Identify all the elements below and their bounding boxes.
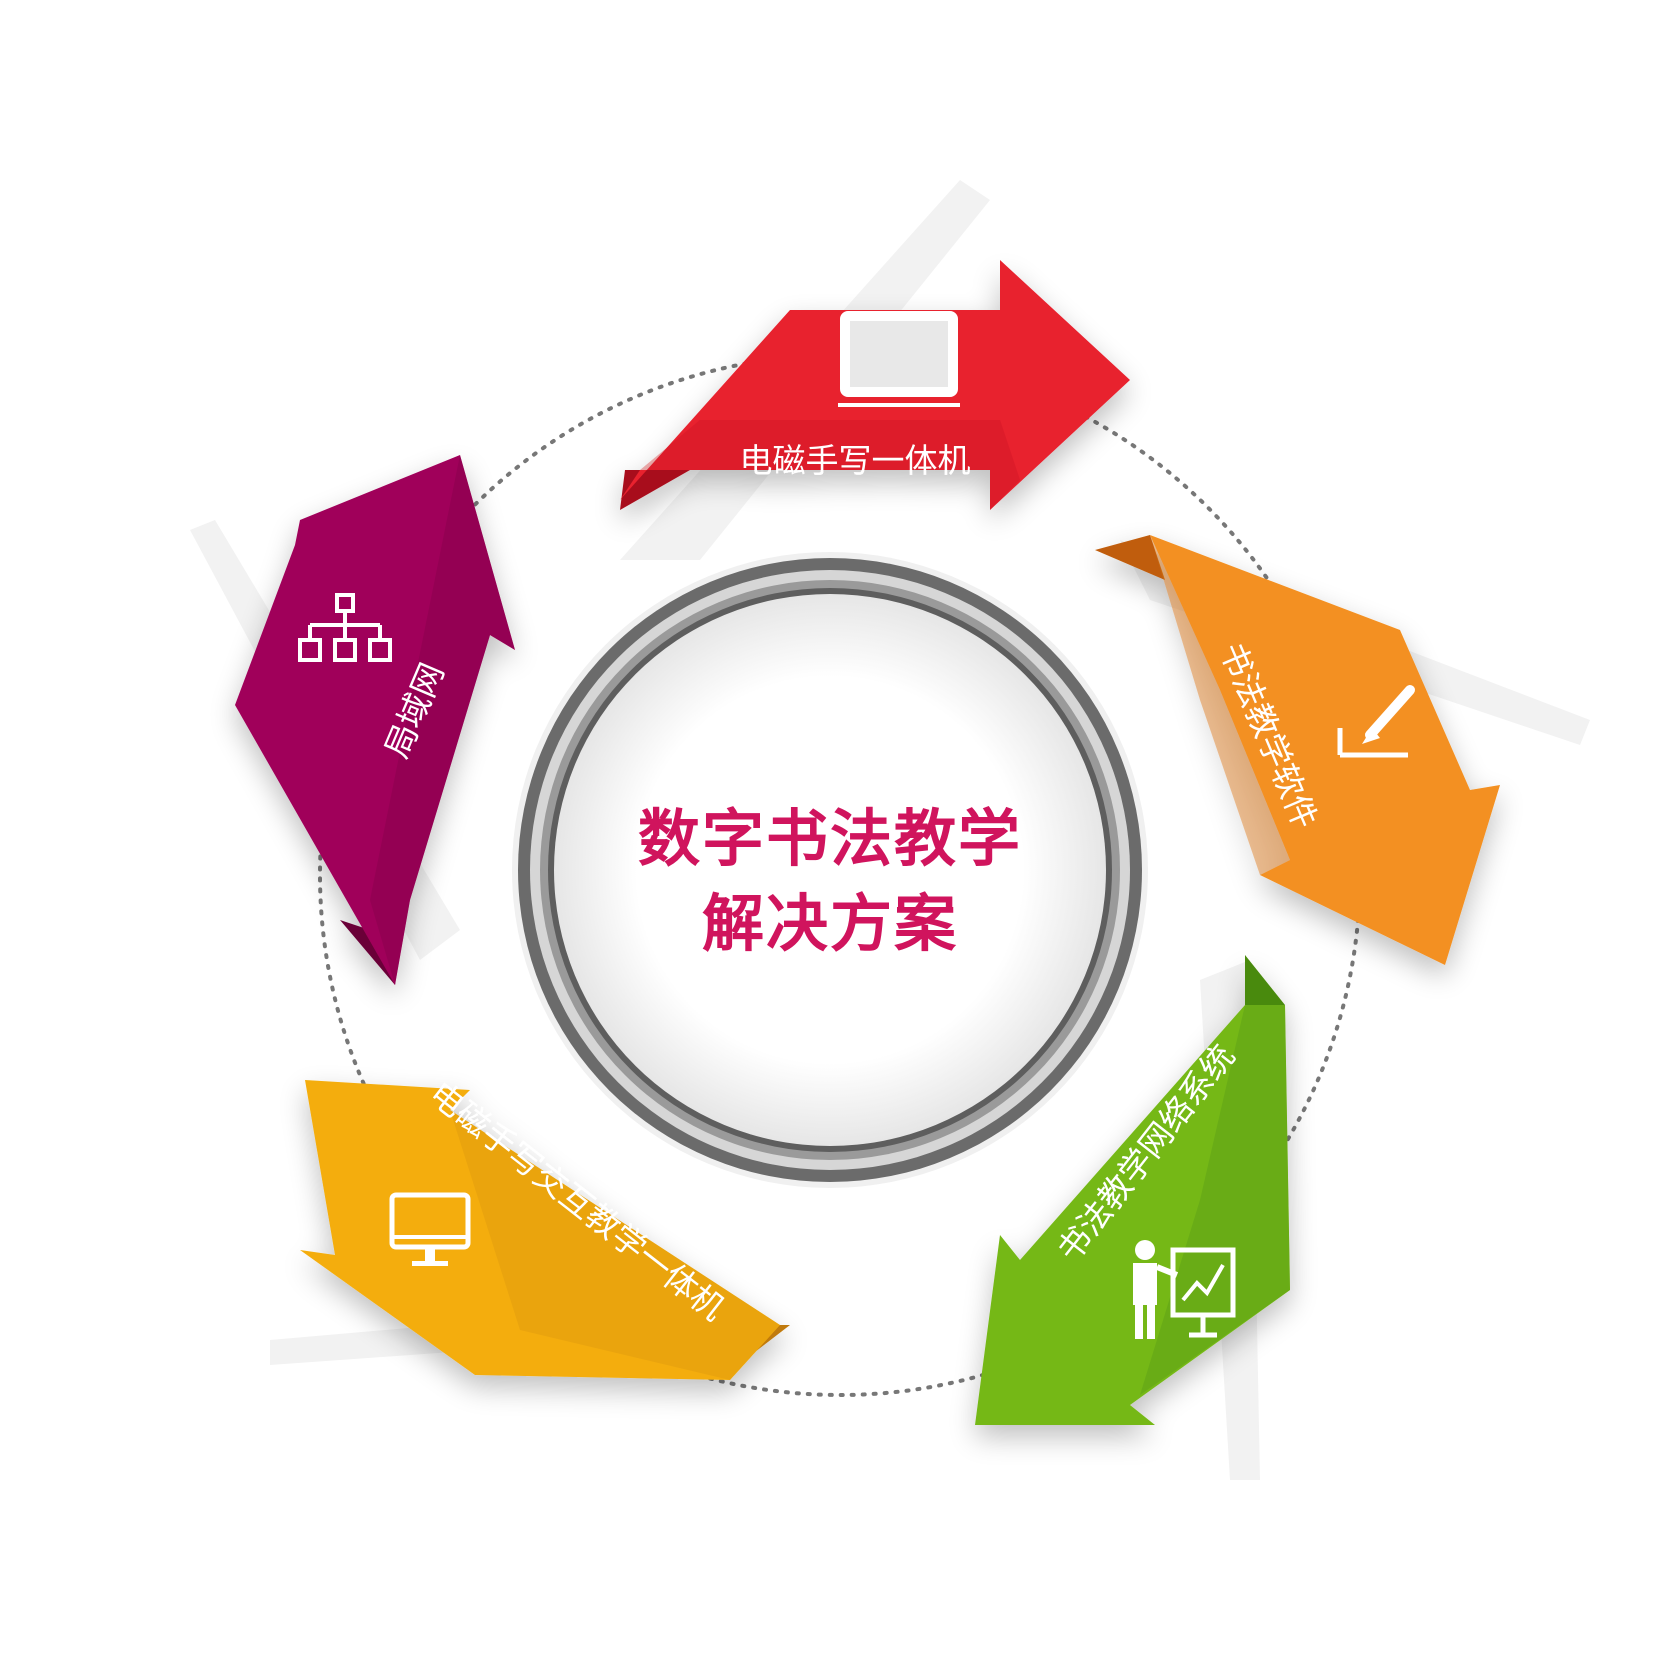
brush-icon [1337,685,1415,758]
arrow-laptop: 电磁手写一体机 [620,260,1130,510]
monitor-icon [389,1192,471,1266]
arrow-body [1150,535,1500,965]
teacher-presentation-icon [1133,1240,1236,1339]
arrow-fold-shade [1095,535,1165,580]
center-ring [512,552,1148,1188]
arrow-lan: 局域网 [235,455,515,985]
arrow-network-system: 书法教学网络系统 [975,955,1290,1425]
center-title-line1: 数字书法教学 [638,802,1022,875]
arrow-brush: 书法教学软件 [1095,535,1500,965]
network-tree-icon [298,593,392,662]
center-title-line2: 解决方案 [702,887,958,960]
arrow-label: 电磁手写一体机 [740,441,971,480]
laptop-icon [838,311,960,407]
